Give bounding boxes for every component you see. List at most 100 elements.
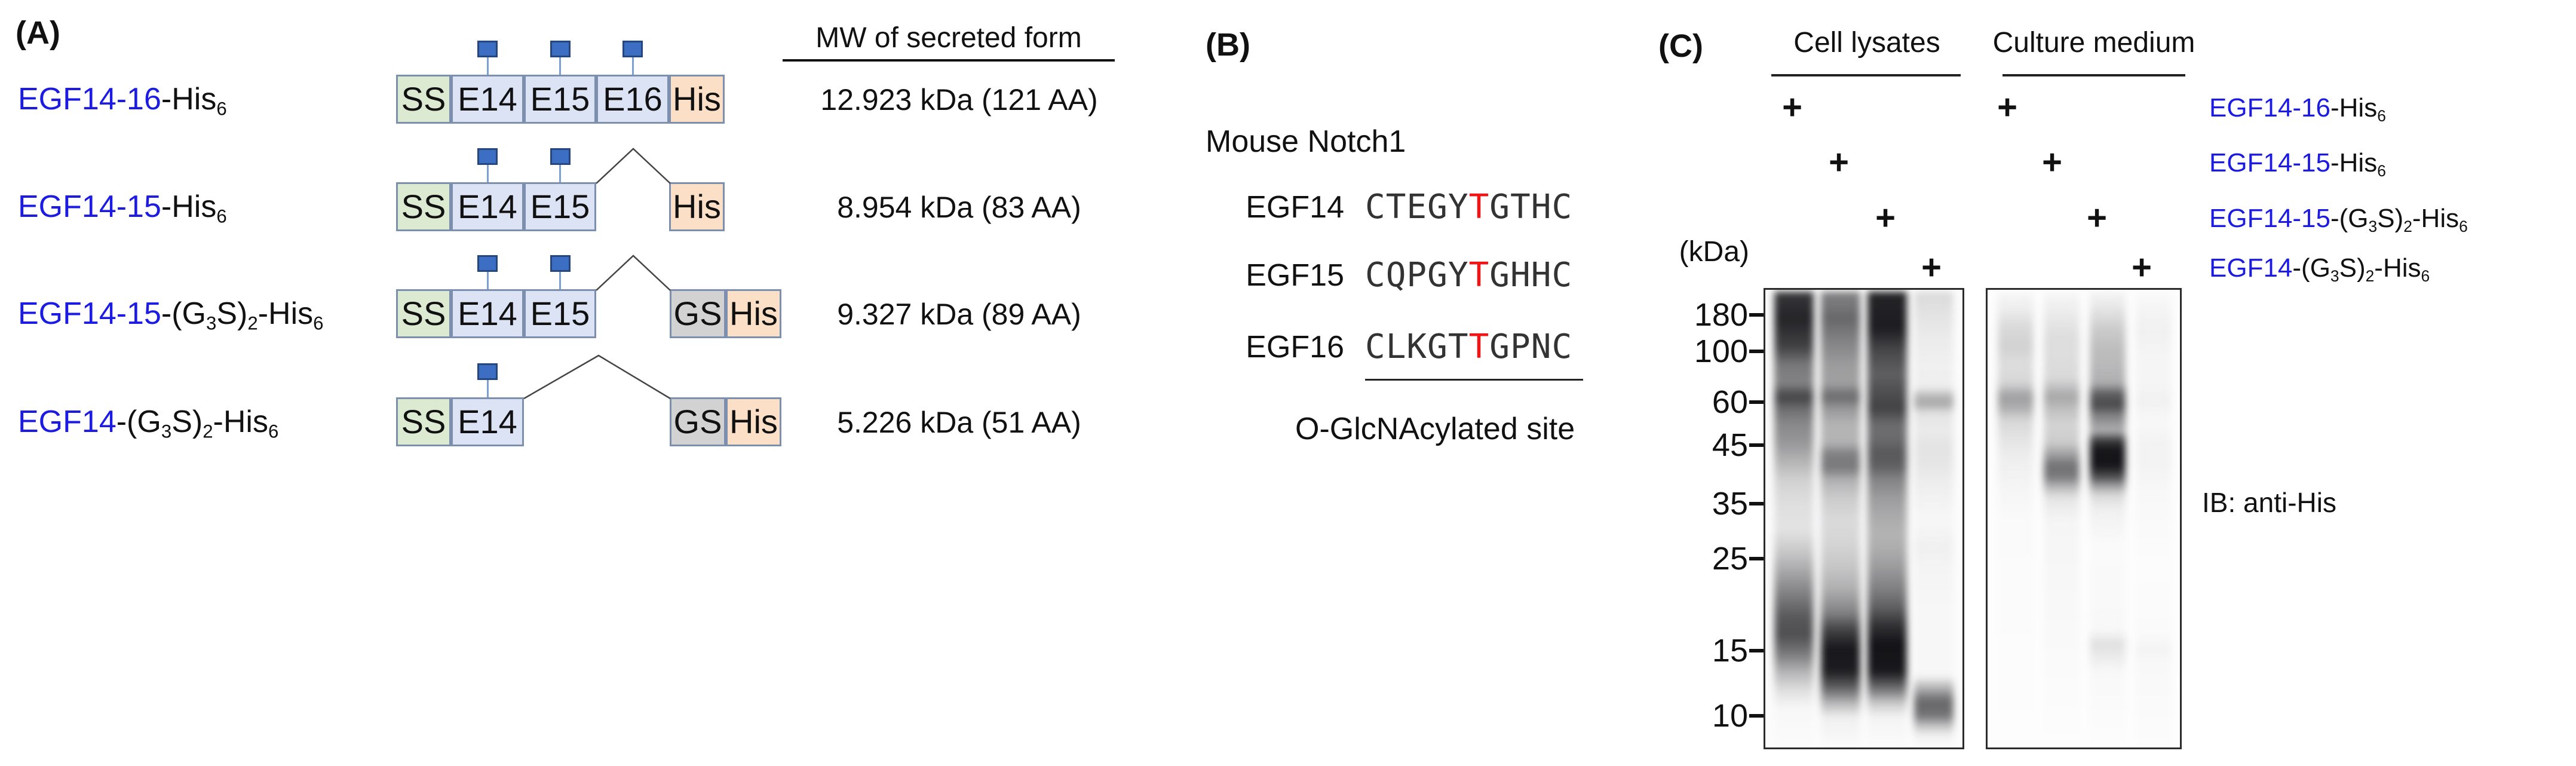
domain-box-his: His bbox=[726, 397, 781, 446]
sequence-text: CLKGT bbox=[1365, 327, 1469, 366]
ladder-value: 100 bbox=[1694, 333, 1748, 369]
domain-box-e14: E14 bbox=[451, 182, 524, 231]
peptide-sequence: CLKGTTGPNC bbox=[1365, 329, 1572, 366]
lane-loading-matrix: ++++++++ bbox=[1637, 0, 2576, 299]
domain-box-e16: E16 bbox=[596, 75, 669, 124]
label-subscript: 6 bbox=[2459, 217, 2468, 235]
domain-box-ss: SS bbox=[396, 182, 451, 231]
blot-lane bbox=[2136, 292, 2172, 747]
label-text: EGF14-15 bbox=[18, 296, 161, 331]
domain-box-e14: E14 bbox=[451, 397, 524, 446]
glycan-stem bbox=[559, 272, 561, 289]
panel-b-title: Mouse Notch1 bbox=[1206, 124, 1406, 159]
mw-column-header: MW of secreted form bbox=[783, 22, 1115, 62]
o-glcnac-square-icon bbox=[477, 363, 498, 380]
label-text: -(G bbox=[116, 405, 161, 439]
domain-box-e14: E14 bbox=[451, 289, 524, 338]
construct-key-label: EGF14-16-His6 bbox=[2209, 91, 2386, 133]
ladder-tick bbox=[1749, 313, 1764, 317]
glycosylated-threonine: T bbox=[1468, 256, 1490, 295]
ladder-value: 15 bbox=[1712, 633, 1748, 669]
plus-mark: + bbox=[2087, 198, 2107, 237]
domain-box-e15: E15 bbox=[524, 182, 596, 231]
domain-box-his: His bbox=[669, 182, 725, 231]
o-glcnac-square-icon bbox=[550, 41, 571, 57]
construct-key-label: EGF14-15-(G3S)2-His6 bbox=[2209, 201, 2468, 244]
label-text: EGF14-15 bbox=[2209, 148, 2330, 177]
glycan-stem bbox=[486, 272, 489, 289]
label-subscript: 3 bbox=[161, 421, 172, 442]
label-text: -His bbox=[2330, 148, 2378, 177]
panel-c: (C) Cell lysates Culture medium ++++++++… bbox=[1637, 0, 2576, 766]
ladder-value: 60 bbox=[1712, 384, 1748, 420]
label-subscript: 6 bbox=[216, 98, 227, 120]
glycosylated-threonine: T bbox=[1468, 188, 1490, 226]
ladder-tick bbox=[1749, 443, 1764, 447]
label-text: EGF14-15 bbox=[18, 189, 161, 224]
label-subscript: 6 bbox=[216, 206, 227, 227]
o-glcnac-square-icon bbox=[477, 41, 498, 57]
ladder-tick bbox=[1749, 350, 1764, 353]
blot-image-culture-medium bbox=[1986, 288, 2182, 749]
label-text: EGF14-16 bbox=[18, 82, 161, 117]
blot-lane bbox=[1998, 292, 2034, 747]
label-subscript: 6 bbox=[2377, 106, 2386, 125]
o-glcnac-square-icon bbox=[550, 255, 571, 272]
domain-box-ss: SS bbox=[396, 397, 451, 446]
glycan-stem bbox=[631, 57, 634, 75]
egf-domain-name: EGF14 bbox=[1246, 190, 1344, 225]
domain-box-e15: E15 bbox=[524, 289, 596, 338]
plus-mark: + bbox=[1875, 198, 1896, 237]
ladder-tick bbox=[1749, 557, 1764, 560]
mw-value: 8.954 kDa (83 AA) bbox=[837, 191, 1081, 224]
label-text: S) bbox=[216, 296, 248, 331]
mw-value: 12.923 kDa (121 AA) bbox=[820, 83, 1098, 117]
o-glcnac-square-icon bbox=[550, 148, 571, 165]
plus-mark: + bbox=[1829, 143, 1849, 182]
blot-lane bbox=[1821, 292, 1860, 747]
panel-a-tag: (A) bbox=[16, 15, 60, 51]
label-subscript: 6 bbox=[268, 421, 279, 442]
label-text: S) bbox=[2377, 204, 2404, 233]
glycan-stem bbox=[559, 57, 561, 75]
plus-mark: + bbox=[1921, 248, 1942, 287]
o-glcnac-square-icon bbox=[622, 41, 643, 57]
label-subscript: 3 bbox=[2330, 266, 2339, 285]
sequence-text: CQPGY bbox=[1365, 256, 1469, 295]
label-text: -His bbox=[257, 296, 314, 331]
sequence-text: CTEGY bbox=[1365, 188, 1469, 226]
domain-box-e15: E15 bbox=[524, 75, 596, 124]
mw-value: 5.226 kDa (51 AA) bbox=[837, 406, 1081, 439]
plus-mark: + bbox=[1997, 88, 2017, 127]
construct-label: EGF14-15-(G3S)2-His6 bbox=[18, 294, 323, 343]
construct-key-label: EGF14-(G3S)2-His6 bbox=[2209, 251, 2430, 293]
mw-value: 9.327 kDa (89 AA) bbox=[837, 298, 1081, 331]
peptide-sequence: CTEGYTGTHC bbox=[1365, 189, 1572, 226]
label-subscript: 6 bbox=[313, 312, 324, 334]
ladder-tick bbox=[1749, 502, 1764, 505]
label-text: -His bbox=[2412, 204, 2460, 233]
ladder-tick bbox=[1749, 400, 1764, 404]
label-text: EGF14 bbox=[2209, 253, 2293, 283]
construct-label: EGF14-(G3S)2-His6 bbox=[18, 402, 278, 451]
immunoblot-antibody-label: IB: anti-His bbox=[2202, 487, 2336, 518]
glycosylated-threonine: T bbox=[1468, 327, 1490, 366]
label-text: -(G bbox=[161, 296, 206, 331]
label-subscript: 2 bbox=[203, 421, 213, 442]
glyco-site-caption: O-GlcNAcylated site bbox=[1295, 412, 1575, 446]
label-text: -His bbox=[161, 189, 217, 224]
egf-domain-name: EGF15 bbox=[1246, 258, 1344, 293]
culture-medium-underline bbox=[2002, 74, 2185, 76]
label-text: -His bbox=[161, 82, 217, 117]
plus-mark: + bbox=[2132, 248, 2152, 287]
domain-box-ss: SS bbox=[396, 289, 451, 338]
label-text: EGF14-15 bbox=[2209, 204, 2330, 233]
label-text: EGF14-16 bbox=[2209, 93, 2330, 122]
o-glcnac-square-icon bbox=[477, 255, 498, 272]
group-header-culture-medium: Culture medium bbox=[1992, 27, 2195, 59]
ladder-value: 180 bbox=[1694, 297, 1748, 333]
